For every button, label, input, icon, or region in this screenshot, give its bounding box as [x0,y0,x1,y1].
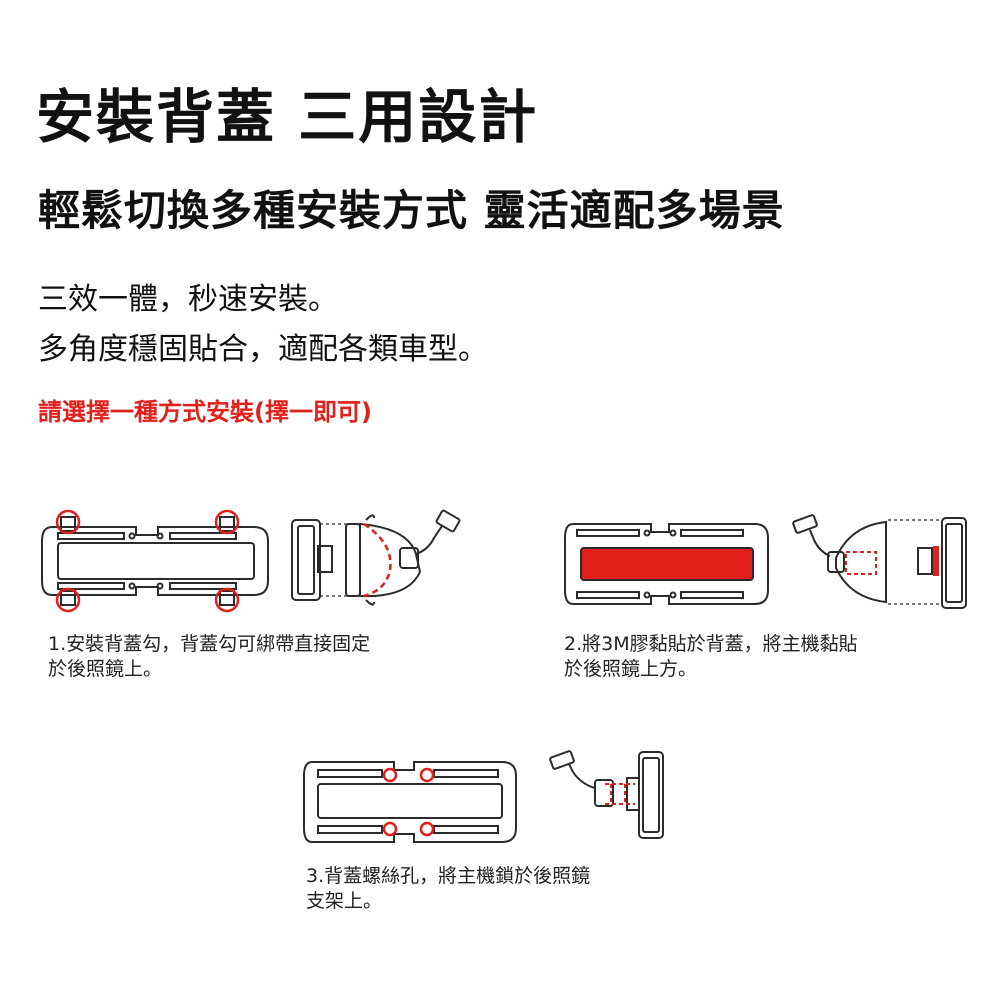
method-2-caption: 2.將3M膠黏貼於背蓋，將主機黏貼 於後照鏡上方。 [564,632,858,682]
method-2-backcover-diagram [564,523,769,605]
method-3-caption: 3.背蓋螺絲孔，將主機鎖於後照鏡 支架上。 [306,864,590,914]
method-1-backcover-diagram [41,509,269,613]
method-1-side-diagram [291,509,461,606]
page-subtitle: 輕鬆切換多種安裝方式 靈活適配多場景 [38,186,785,235]
method-1-caption-line-2: 於後照鏡上。 [48,658,163,680]
method-1-caption: 1.安裝背蓋勾，背蓋勾可綁帶直接固定 於後照鏡上。 [48,632,370,682]
description-line-1: 三效一體，秒速安裝。 [38,282,338,317]
method-2-caption-line-2: 於後照鏡上方。 [564,658,698,680]
method-3-caption-line-1: 3.背蓋螺絲孔，將主機鎖於後照鏡 [306,865,591,887]
method-3-side-diagram [549,750,664,839]
method-2-caption-line-1: 2.將3M膠黏貼於背蓋，將主機黏貼 [564,633,858,655]
page-title: 安裝背蓋 三用設計 [36,83,539,151]
method-1-caption-line-1: 1.安裝背蓋勾，背蓋勾可綁帶直接固定 [48,633,371,655]
install-note: 請選擇一種方式安裝(擇一即可) [38,398,372,426]
method-3-backcover-diagram [303,761,517,843]
method-2-side-diagram [792,514,967,609]
description-line-2: 多角度穩固貼合，適配各類車型。 [38,332,488,367]
method-3-caption-line-2: 支架上。 [306,890,383,912]
